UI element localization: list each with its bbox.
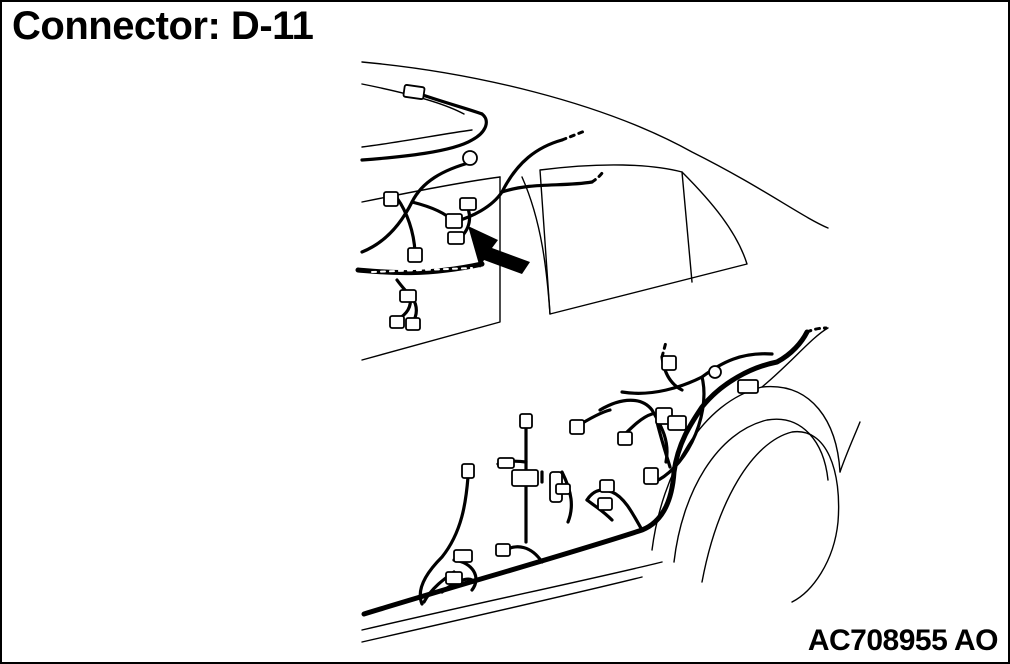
connector-d-11 — [445, 213, 463, 229]
lower-connectors — [445, 355, 759, 585]
pointer-arrow-icon — [468, 226, 530, 274]
vehicle-body-outline — [361, 61, 861, 643]
upper-connectors — [383, 84, 478, 331]
figure-id: AC708955 AO — [807, 624, 999, 657]
connector-title: Connector: D-11 — [12, 4, 314, 48]
lower-harness — [361, 326, 828, 617]
